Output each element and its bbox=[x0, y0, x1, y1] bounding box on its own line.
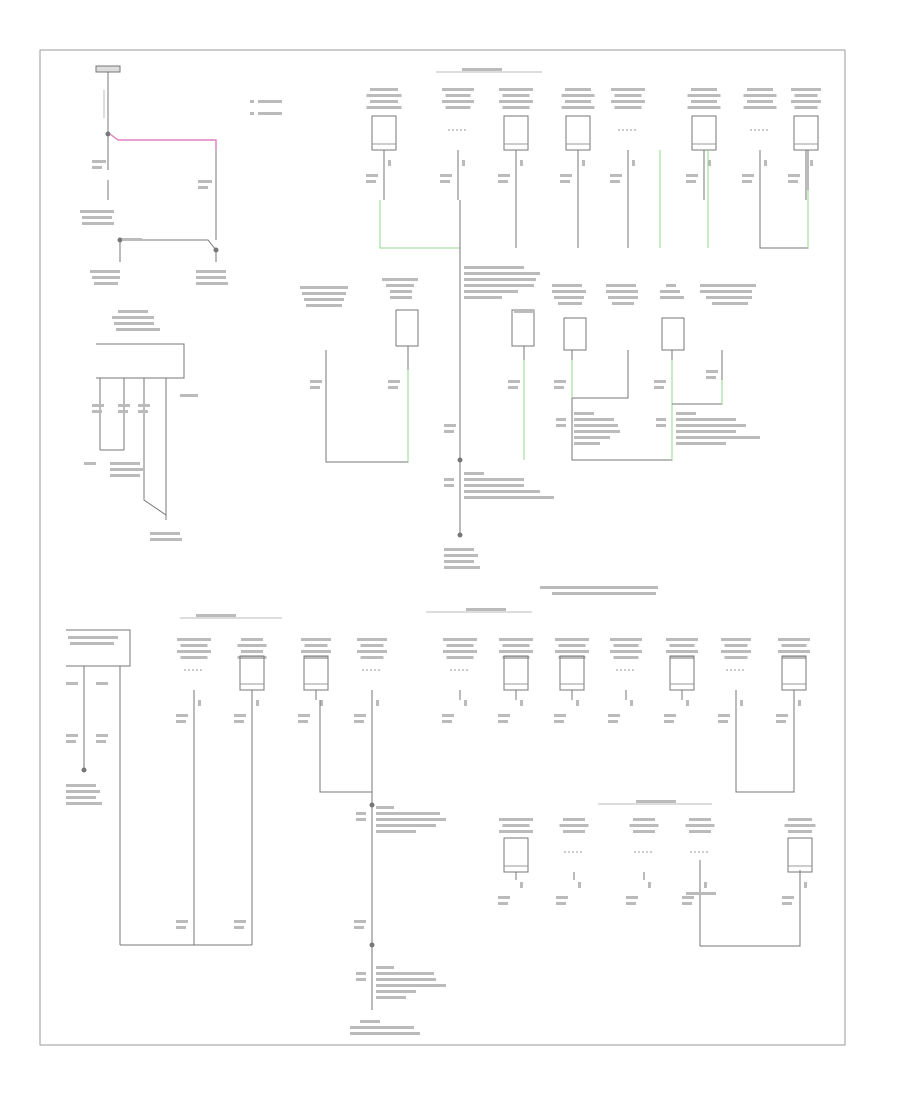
component-column bbox=[354, 638, 387, 723]
component-row-lowest bbox=[498, 818, 816, 905]
component-column bbox=[682, 818, 715, 905]
battery-cable-pink bbox=[109, 133, 217, 150]
component-box bbox=[503, 115, 529, 151]
component-column bbox=[560, 88, 595, 200]
component-box bbox=[669, 655, 695, 691]
component-box bbox=[503, 837, 529, 873]
ground-bus-top bbox=[379, 150, 809, 460]
ground-bus-bottom bbox=[319, 690, 801, 1010]
component-box bbox=[793, 115, 819, 151]
component-box bbox=[565, 115, 591, 151]
component-box bbox=[239, 655, 265, 691]
battery-terminal bbox=[95, 65, 121, 73]
component-column bbox=[176, 638, 211, 723]
component-column bbox=[664, 638, 698, 723]
component-box bbox=[371, 115, 397, 151]
component-column bbox=[234, 638, 267, 723]
section-header-top bbox=[436, 68, 542, 73]
component-box bbox=[781, 655, 807, 691]
component-box bbox=[303, 655, 329, 691]
legend bbox=[250, 100, 282, 115]
component-column bbox=[782, 818, 816, 905]
component-column bbox=[440, 88, 474, 200]
component-column bbox=[686, 88, 721, 200]
module-left bbox=[96, 343, 185, 520]
component-column bbox=[298, 638, 331, 723]
component-box bbox=[787, 837, 813, 873]
battery-group bbox=[95, 65, 121, 200]
component-box bbox=[503, 655, 529, 691]
component-row-middle bbox=[325, 309, 723, 538]
component-column bbox=[626, 818, 659, 905]
component-column bbox=[742, 88, 777, 200]
component-column bbox=[718, 638, 751, 723]
component-column bbox=[554, 638, 589, 723]
component-box bbox=[559, 655, 585, 691]
component-column bbox=[776, 638, 810, 723]
component-column bbox=[498, 818, 533, 905]
module-bottom-left bbox=[66, 629, 253, 946]
component-column bbox=[608, 638, 642, 723]
component-row-bottom bbox=[176, 638, 810, 723]
component-column bbox=[498, 88, 533, 200]
component-box bbox=[691, 115, 717, 151]
component-column bbox=[556, 818, 589, 905]
diagram-frame bbox=[39, 49, 846, 1046]
component-column bbox=[788, 88, 821, 200]
component-column bbox=[366, 88, 402, 200]
component-column bbox=[442, 638, 477, 723]
component-column bbox=[498, 638, 533, 723]
component-row-top bbox=[366, 88, 821, 200]
